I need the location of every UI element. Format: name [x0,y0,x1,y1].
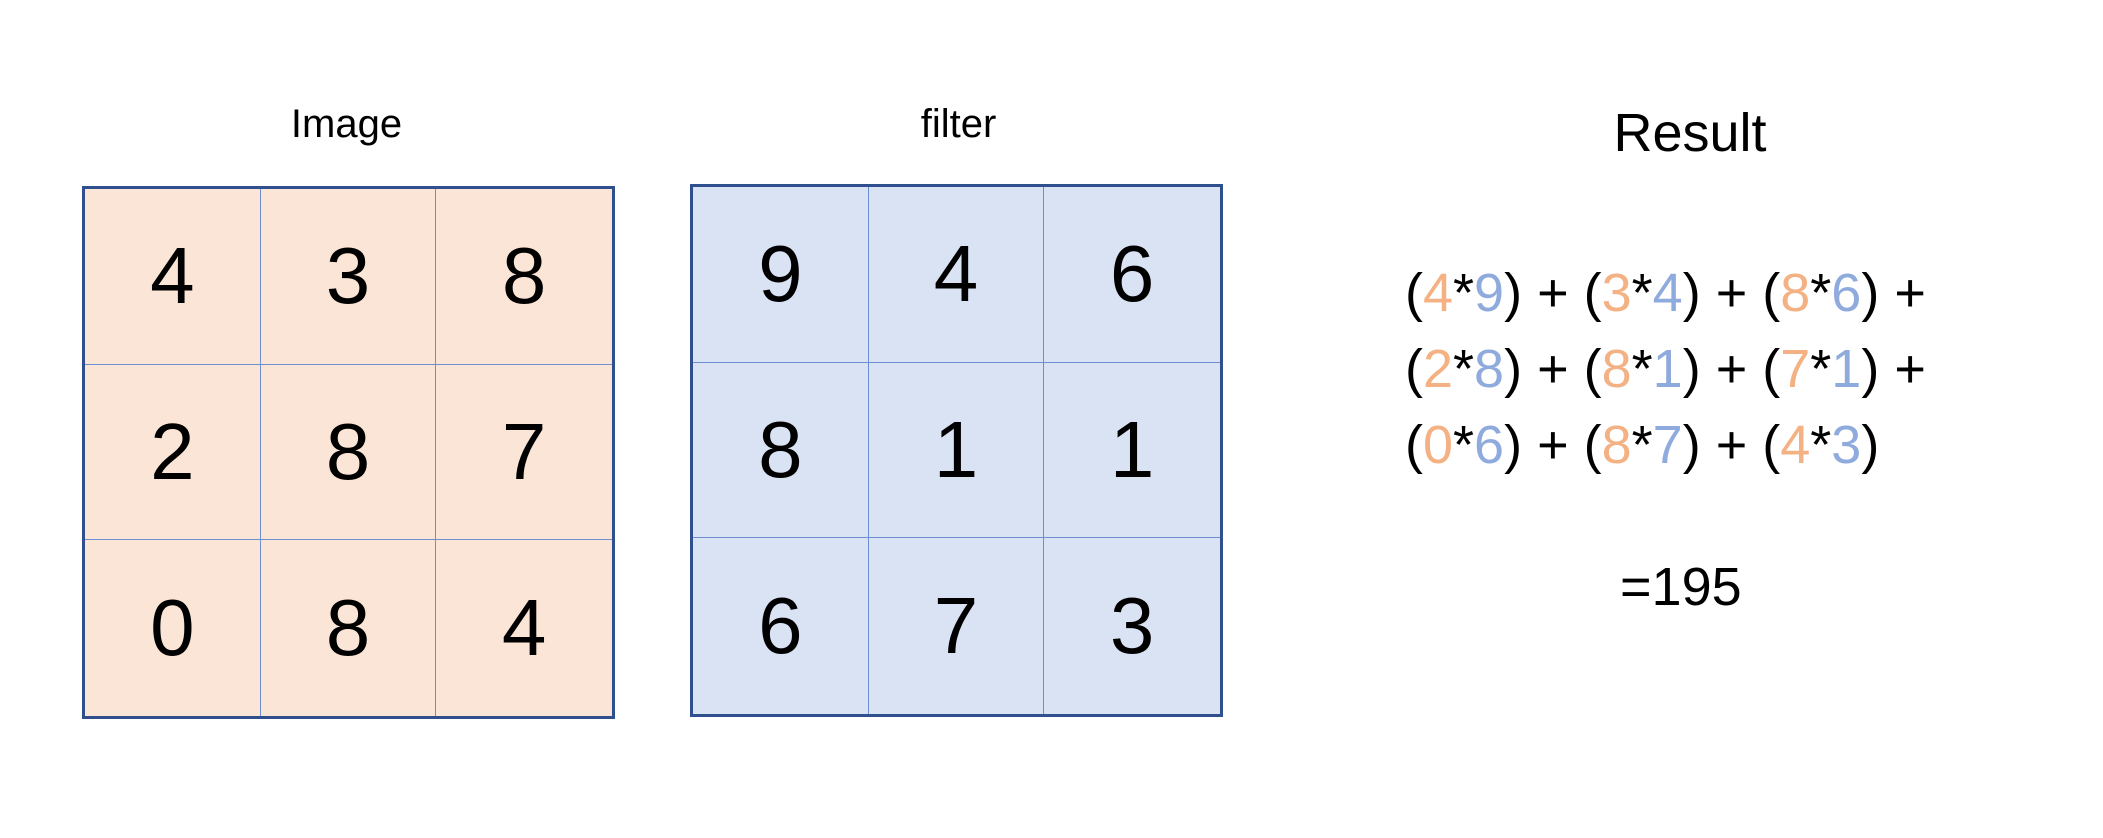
equation-line: (4*9) + (3*4) + (8*6) + [1405,263,1926,323]
image-cell: 7 [436,365,612,541]
filter-cell: 6 [693,538,869,714]
filter-cell: 3 [1109,581,1155,671]
image-term: 8 [1601,339,1632,399]
image-term: 2 [1422,339,1454,399]
image-title: Image [290,102,403,146]
image-cell: 8 [436,189,612,365]
image-cell: 3 [260,189,437,365]
image-term: 7 [1780,339,1811,399]
image-cell: 4 [501,583,547,673]
filter-term: 1 [1652,339,1683,399]
image-term: 0 [1422,415,1454,475]
filter-term: 6 [1831,263,1862,323]
filter-term: 7 [1652,415,1683,475]
filter-term: 6 [1474,415,1505,475]
filter-term: 4 [1652,263,1683,323]
filter-term: 1 [1831,339,1862,399]
convolution-equation: (4*9) + (3*4) + (8*6) + (2*8) + (8*1) + … [1405,255,2085,483]
filter-cell: 7 [869,538,1045,714]
filter-cell: 4 [868,187,1045,363]
image-cell: 4 [85,189,261,365]
filter-cell: 1 [868,362,1045,539]
filter-title: filter [920,102,997,146]
filter-term: 9 [1474,263,1505,323]
equation-line: (0*6) + (8*7) + (4*3) [1405,415,1880,475]
filter-cell: 6 [1044,187,1220,363]
image-cell: 2 [85,364,261,541]
image-term: 8 [1601,415,1632,475]
image-cell: 0 [85,540,261,716]
image-term: 4 [1780,415,1811,475]
filter-cell: 9 [693,187,869,363]
filter-term: 3 [1831,415,1862,475]
filter-cell: 8 [693,362,869,539]
result-total: =195 [1620,557,1742,617]
equation-line: (2*8) + (8*1) + (7*1) + [1405,339,1926,399]
image-cell: 8 [260,364,437,541]
image-term: 4 [1422,263,1454,323]
image-term: 3 [1601,263,1632,323]
image-term: 8 [1780,263,1811,323]
filter-term: 8 [1474,339,1505,399]
result-title: Result [1613,103,1767,163]
image-cell: 8 [261,540,437,716]
image-matrix: 4 3 8 2 8 7 0 8 4 [82,186,615,719]
filter-cell: 1 [1044,363,1220,539]
filter-matrix: 9 4 6 8 1 1 6 7 3 [690,184,1223,717]
